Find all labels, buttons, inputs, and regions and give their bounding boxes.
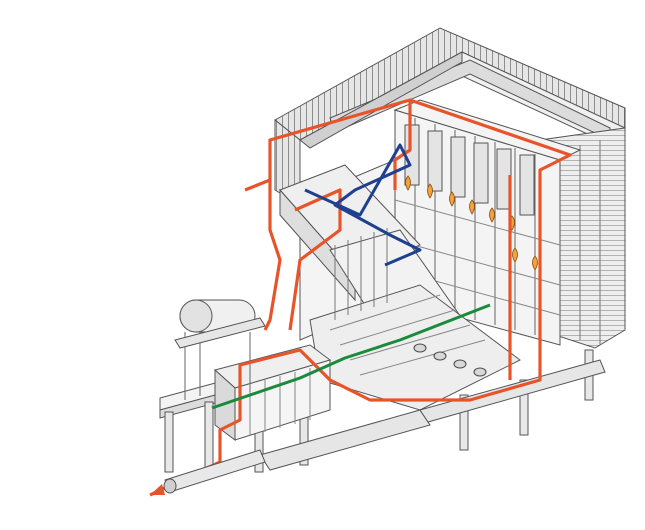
flow-line-orange-5: [393, 100, 412, 190]
burner-flame-icon: [427, 183, 433, 199]
burner-flame-icon: [449, 191, 455, 207]
burner-nozzles: [413, 343, 487, 377]
flow-line-orange: [149, 98, 572, 497]
burner-flame-icon: [405, 175, 411, 191]
burner-flame-icon: [512, 247, 518, 263]
flow-line-orange-2: [263, 180, 282, 331]
outlet-arrow-icon: [150, 484, 165, 495]
burner-flame-icon: [489, 207, 495, 223]
burner-row: [405, 175, 538, 271]
outlet-duct: [163, 449, 266, 494]
air-heater-box: [213, 344, 332, 441]
flow-line-green: [211, 303, 491, 410]
burner-flame-icon: [469, 199, 475, 215]
flow-line-blue: [304, 143, 422, 267]
steam-drum-cylinder: [174, 299, 266, 400]
burner-flame-icon: [532, 255, 538, 271]
flow-line-orange-3: [288, 188, 342, 331]
